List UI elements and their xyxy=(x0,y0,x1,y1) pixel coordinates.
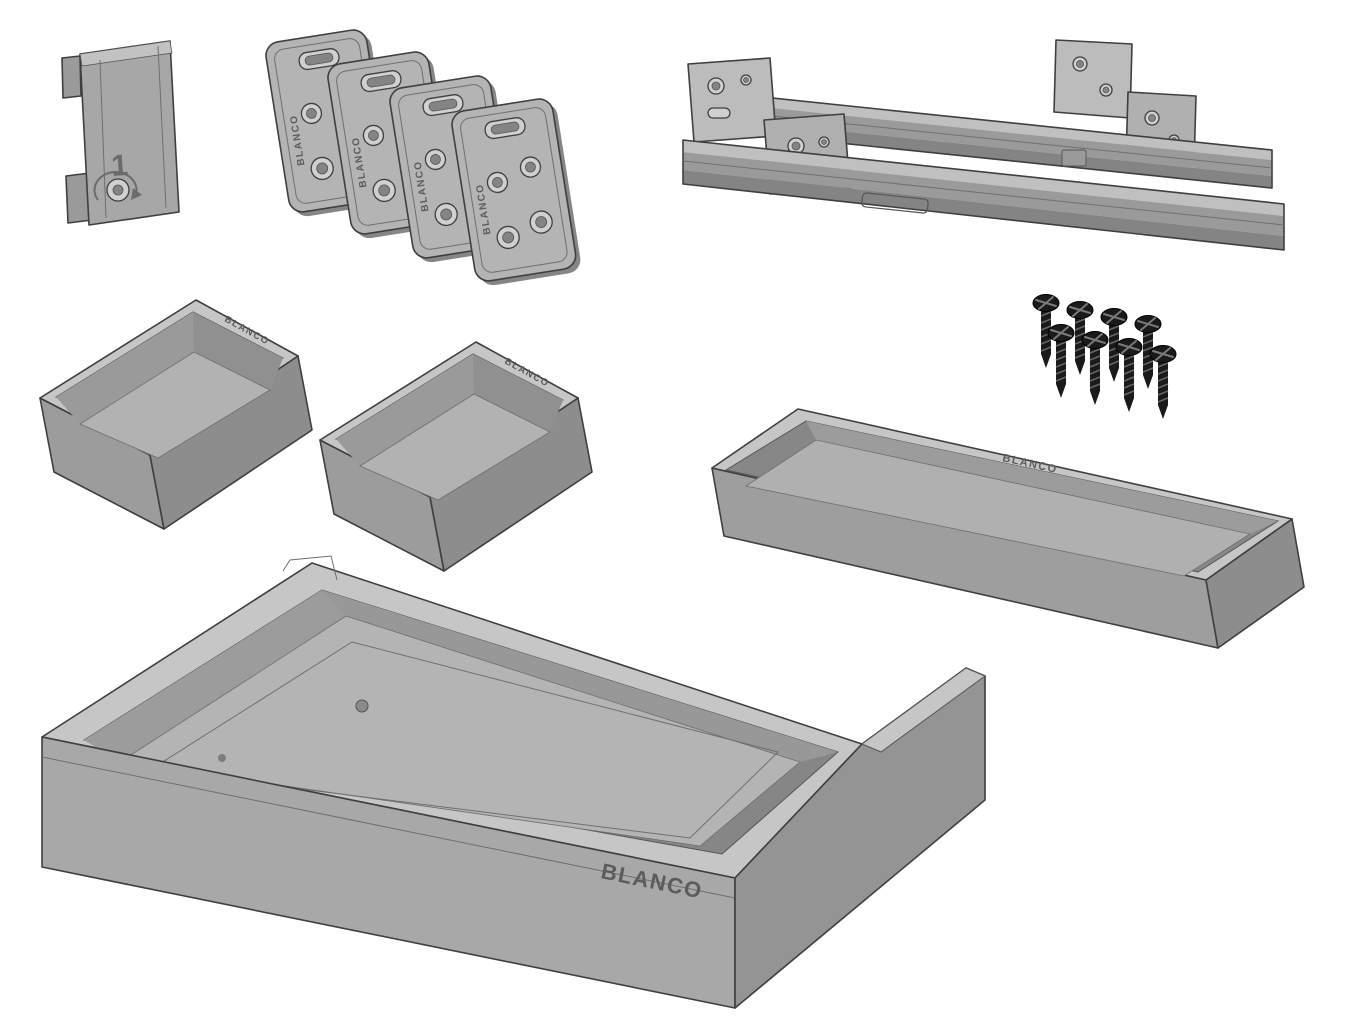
rail-bracket-right-1 xyxy=(1053,39,1133,119)
drawer-floor-groove xyxy=(148,641,779,839)
tray-inner-floor xyxy=(744,439,1252,577)
rail-latch-back xyxy=(1061,149,1087,167)
screw-5 xyxy=(1047,323,1075,399)
rotate-arrow-head-icon xyxy=(131,188,142,200)
mounting-plates-group xyxy=(263,26,584,289)
drawer-slide-rails xyxy=(682,39,1285,251)
small-bin-left xyxy=(39,299,313,530)
drawer-floor xyxy=(118,615,801,847)
clip-hole-core xyxy=(112,184,124,196)
drawer-frame: BLANCO xyxy=(41,555,987,1009)
screw-7 xyxy=(1115,337,1143,413)
drawer-inner-wall-back xyxy=(322,590,838,762)
fixing-clip: 1 xyxy=(61,40,180,226)
screw-8 xyxy=(1149,344,1177,420)
clip-groove xyxy=(99,59,107,219)
slide-rail-back xyxy=(752,95,1273,189)
long-tray: BLANCO xyxy=(711,408,1305,649)
rail-bracket-left-1 xyxy=(687,57,777,143)
drawer-tall-wall-top xyxy=(860,667,987,753)
drawer-rim-notch xyxy=(282,555,338,581)
clip-groove-2 xyxy=(157,45,167,209)
drawer-inner-wall-left xyxy=(84,590,346,762)
clip-step-number: 1 xyxy=(110,149,129,183)
clip-side-tab xyxy=(61,55,82,99)
small-bin-right xyxy=(319,341,593,572)
mounting-plate-4 xyxy=(449,95,584,289)
drawer-floor-hole xyxy=(355,699,369,713)
clip-body xyxy=(79,40,180,226)
tray-inner-wall-back xyxy=(806,421,1278,534)
screws-group xyxy=(1032,293,1177,420)
screw-6 xyxy=(1081,330,1109,406)
rail-latch-front xyxy=(861,192,929,214)
slide-rail-front xyxy=(682,139,1285,251)
drawer-rim-hole xyxy=(218,754,226,762)
drawer-front-ridge xyxy=(41,756,736,899)
rotate-arrow-icon xyxy=(93,171,138,201)
clip-top-edge xyxy=(79,40,173,67)
